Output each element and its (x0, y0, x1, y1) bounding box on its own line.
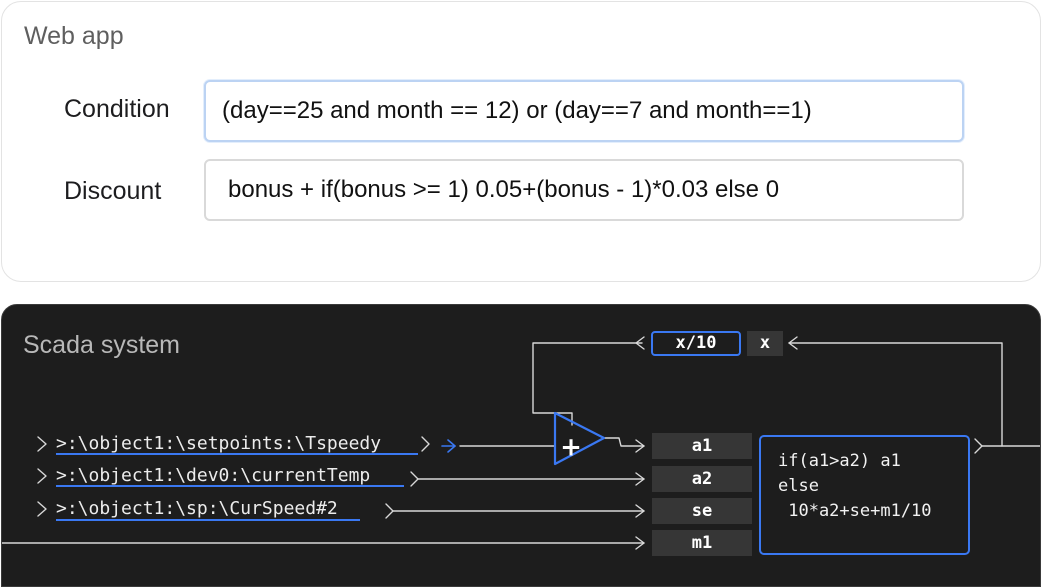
wire-adder-a1 (603, 437, 645, 447)
wire-feedback (788, 342, 1003, 447)
input-chevron-3 (37, 501, 47, 517)
wire-x10-to-adder (532, 342, 643, 426)
input-chevron-2 (37, 468, 47, 484)
arrow-x10 (635, 336, 645, 350)
input-tag-cur-speed[interactable]: >:\object1:\sp:\CurSpeed#2 (56, 498, 338, 519)
formula-box[interactable]: if(a1>a2) a1 else 10*a2+se+m1/10 (759, 435, 970, 555)
input-tag-underline-2 (56, 485, 404, 487)
register-se: se (652, 498, 752, 524)
var-chip: x (747, 331, 783, 356)
input-tag-underline-1 (56, 453, 418, 455)
row3-start-chevron (385, 503, 394, 519)
input-tag-underline-3 (56, 519, 360, 521)
web-app-title: Web app (24, 22, 124, 50)
row1-end-chevron (421, 436, 430, 452)
condition-input[interactable]: (day==25 and month == 12) or (day==7 and… (204, 80, 964, 142)
condition-label: Condition (64, 95, 170, 123)
input-chevron-1 (37, 436, 47, 452)
discount-label: Discount (64, 177, 162, 205)
discount-input[interactable]: bonus + if(bonus >= 1) 0.05+(bonus - 1)*… (204, 159, 964, 221)
arrow-x (788, 336, 798, 350)
output-chevron (974, 438, 983, 454)
row2-start-chevron (410, 471, 419, 487)
register-a2: a2 (652, 466, 752, 492)
signal-wires: + (2, 336, 1040, 550)
input-tag-current-temp[interactable]: >:\object1:\dev0:\currentTemp (56, 465, 371, 486)
arrow-se (635, 504, 645, 518)
input-tag-tspeedy[interactable]: >:\object1:\setpoints:\Tspeedy (56, 433, 382, 454)
arrow-m1 (635, 536, 645, 550)
scada-panel: Scada system (1, 304, 1041, 587)
scada-title: Scada system (23, 331, 181, 359)
register-a1: a1 (652, 433, 752, 459)
web-app-panel: Web app Condition (day==25 and month == … (1, 1, 1041, 282)
arrow-a1 (635, 439, 645, 453)
register-m1: m1 (652, 530, 752, 556)
scale-chip: x/10 (651, 331, 741, 356)
adder-triangle (553, 411, 606, 466)
adder-plus-icon: + (560, 433, 582, 463)
arrow-a2 (635, 472, 645, 486)
